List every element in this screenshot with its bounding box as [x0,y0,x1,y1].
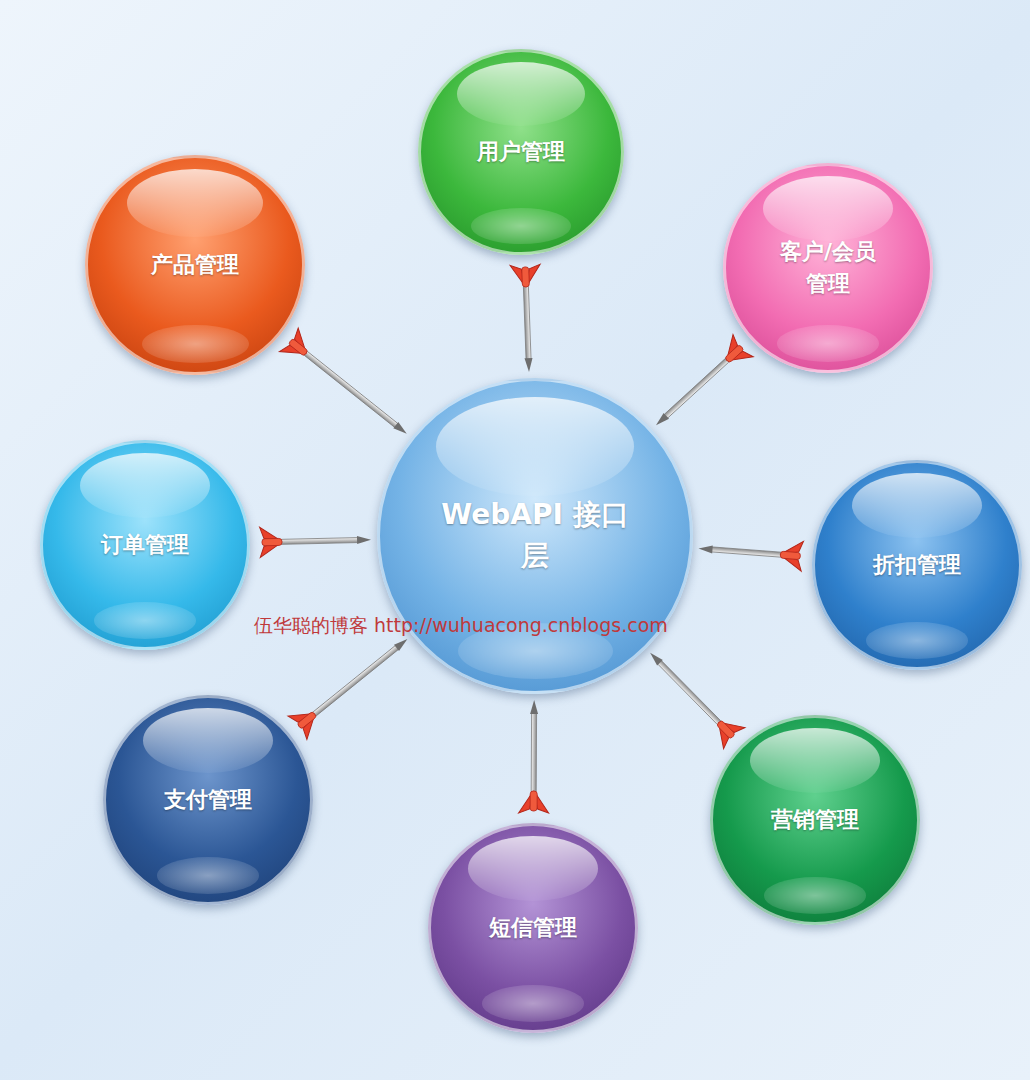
gloss-glow [866,622,968,659]
node-label: 客户/会员 管理 [768,236,888,300]
module-circle: 折扣管理 [812,460,1022,670]
module-circle: 营销管理 [710,715,920,925]
gloss-highlight [852,473,983,538]
dart-connector [646,335,753,437]
node-label: 订单管理 [101,529,189,561]
module-circle: 订单管理 [40,440,250,650]
gloss-highlight [127,169,264,237]
gloss-highlight [80,453,211,518]
node-label: WebAPI 接口层 [430,495,640,576]
gloss-glow [142,325,249,364]
gloss-glow [482,985,584,1022]
dart-connector [639,642,744,748]
module-circle: 支付管理 [103,695,313,905]
module-circle: 用户管理 [418,49,624,255]
gloss-glow [777,325,879,362]
module-circle: 短信管理 [428,823,638,1033]
node-label: 产品管理 [151,249,239,281]
dart-connector [260,525,372,558]
gloss-highlight [750,728,881,793]
gloss-highlight [468,836,599,901]
dart-connector [288,627,417,739]
node-label: 折扣管理 [873,549,961,581]
dart-connector [519,700,550,813]
gloss-glow [471,208,571,244]
dart-connector [279,328,416,445]
module-circle: 产品管理 [85,155,305,375]
dart-connector [510,264,544,372]
node-label: 短信管理 [489,912,577,944]
module-circle: 客户/会员 管理 [723,163,933,373]
dart-connector [697,533,803,571]
node-label: 支付管理 [164,784,252,816]
gloss-highlight [143,708,274,773]
node-label: 用户管理 [477,136,565,168]
gloss-highlight [763,176,894,241]
watermark: 伍华聪的博客 http://wuhuacong.cnblogs.com [254,613,668,639]
gloss-highlight [436,397,634,496]
node-label: 营销管理 [771,804,859,836]
gloss-glow [157,857,259,894]
gloss-highlight [457,62,585,126]
gloss-glow [764,877,866,914]
gloss-glow [94,602,196,639]
hub-circle: WebAPI 接口层 [377,378,693,694]
